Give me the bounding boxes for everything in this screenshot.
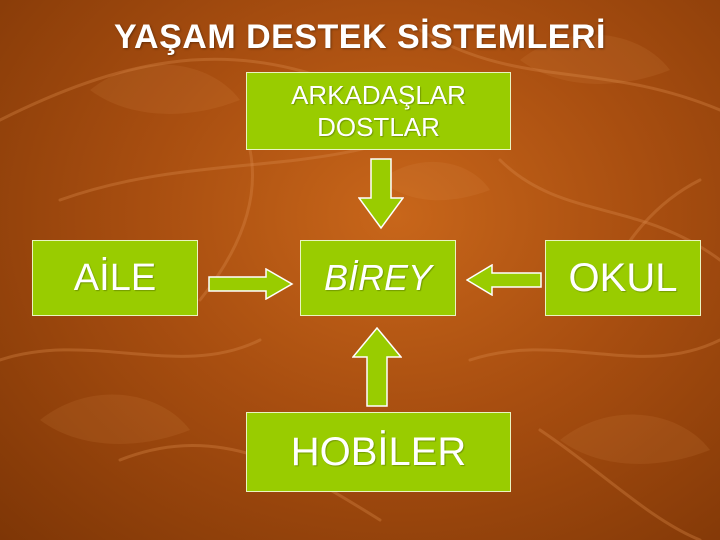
arrow-left-icon bbox=[466, 264, 542, 296]
slide-title: YAŞAM DESTEK SİSTEMLERİ bbox=[114, 18, 606, 56]
family-box: AİLE bbox=[32, 240, 198, 316]
family-label: AİLE bbox=[73, 256, 157, 299]
arrow-down-icon bbox=[358, 158, 404, 230]
school-label: OKUL bbox=[568, 255, 678, 300]
arrow-up-icon bbox=[352, 327, 402, 407]
hobbies-label: HOBİLER bbox=[290, 429, 467, 474]
friends-box: ARKADAŞLAR DOSTLAR bbox=[246, 72, 511, 150]
individual-box: BİREY bbox=[300, 240, 456, 316]
individual-label: BİREY bbox=[323, 257, 433, 298]
arrow-right-icon bbox=[208, 268, 294, 300]
friends-label-line1: ARKADAŞLAR bbox=[291, 80, 466, 110]
hobbies-box: HOBİLER bbox=[246, 412, 511, 492]
friends-label-line2: DOSTLAR bbox=[317, 112, 440, 142]
school-box: OKUL bbox=[545, 240, 701, 316]
